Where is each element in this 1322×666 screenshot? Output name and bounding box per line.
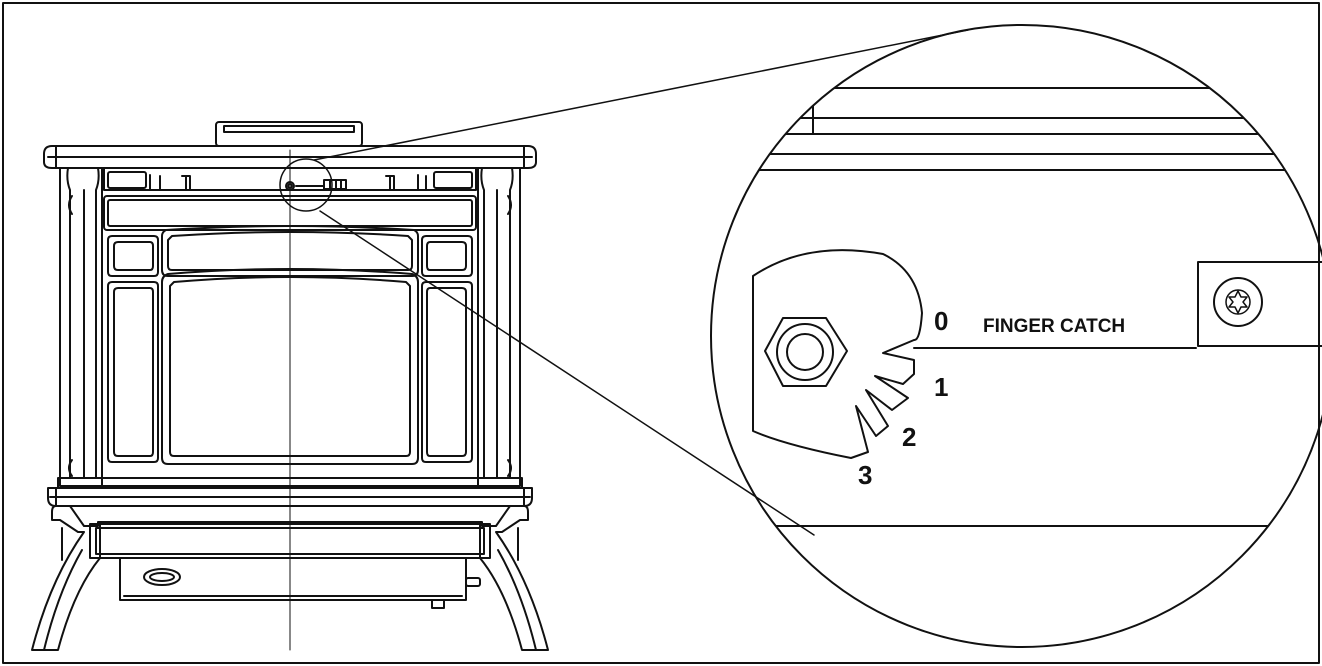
position-label-3: 3: [858, 460, 872, 490]
ash-pan: [119, 557, 481, 609]
position-label-2: 2: [902, 422, 916, 452]
right-side-panel: [477, 167, 521, 487]
finger-catch-label: FINGER CATCH: [983, 316, 1125, 337]
door-panels: [107, 225, 473, 465]
position-label-1: 1: [934, 372, 948, 402]
callout-leader-lines: [313, 29, 969, 536]
detail-rail-lines: [711, 79, 1322, 527]
hex-nut: [764, 317, 848, 387]
screw-block: [1197, 261, 1322, 347]
flue-collar: [215, 121, 363, 147]
left-side-panel: [59, 167, 103, 487]
torx-screw-icon: [1228, 290, 1248, 314]
detail-circle: [710, 24, 1322, 648]
detail-marker-circle: [279, 158, 333, 212]
finger-catch-plate: [752, 249, 923, 459]
detail-callout: 0 FINGER CATCH 1 2 3: [710, 24, 1322, 648]
stove-front-view: [31, 121, 549, 651]
position-label-0: 0: [934, 306, 948, 336]
